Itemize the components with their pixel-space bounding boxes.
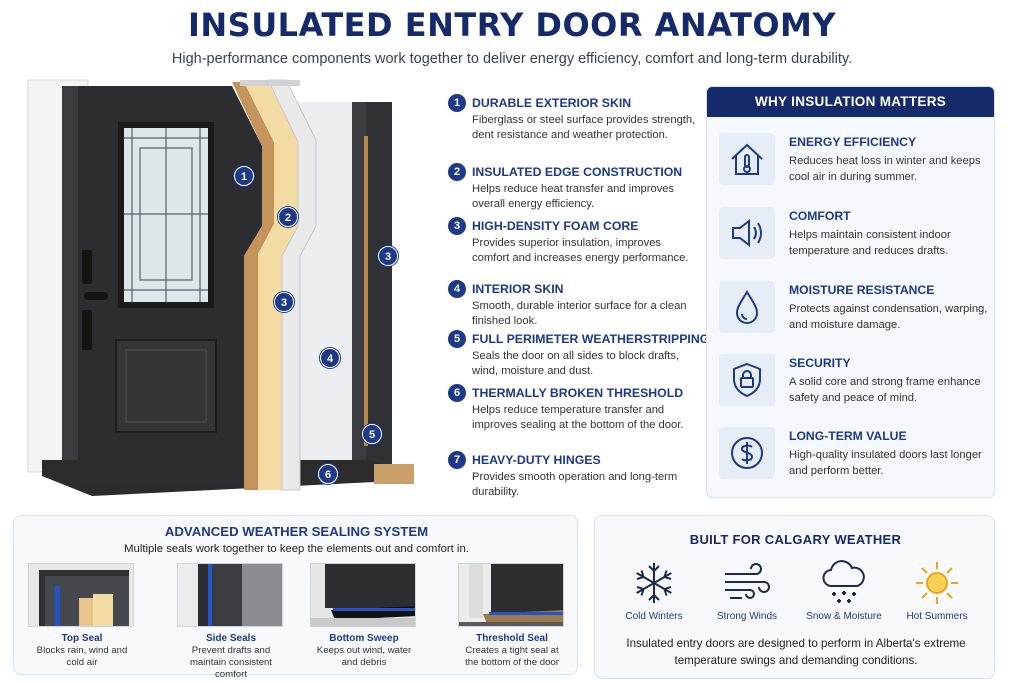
component-title: HEAVY-DUTY HINGES <box>472 453 601 467</box>
component-desc: Provides superior insulation, improves c… <box>472 237 689 264</box>
house-thermometer-icon <box>719 133 775 185</box>
component-number: 1 <box>448 94 466 112</box>
sealing-subtitle: Multiple seals work together to keep the… <box>124 543 469 555</box>
marker-1: 1 <box>234 166 254 186</box>
component-list: 1 DURABLE EXTERIOR SKIN Fiberglass or st… <box>448 94 710 501</box>
seal-item-side: Side Seals Prevent drafts and maintain c… <box>177 563 285 681</box>
why-title: SECURITY <box>789 356 851 370</box>
component-item: 3 HIGH-DENSITY FOAM CORE Provides superi… <box>448 217 698 280</box>
weather-sealing-panel: ADVANCED WEATHER SEALING SYSTEM Multiple… <box>13 515 578 680</box>
seal-name: Side Seals <box>205 633 257 644</box>
wind-icon <box>725 563 770 599</box>
top-seal-image <box>28 563 134 627</box>
weather-item-sun: Hot Summers <box>889 560 985 622</box>
weather-name: Cold Winters <box>625 611 683 622</box>
marker-3: 3 <box>274 292 294 312</box>
calgary-desc: Insulated entry doors are designed to pe… <box>626 637 966 667</box>
dollar-icon <box>719 427 775 479</box>
why-desc: Protects against condensation, warping, … <box>789 303 988 331</box>
why-title: LONG-TERM VALUE <box>789 429 907 443</box>
seal-name: Top Seal <box>61 633 103 644</box>
marker-4: 4 <box>320 348 340 368</box>
snow-cloud-icon <box>822 560 865 603</box>
seal-item-bottom: Bottom Sweep Keeps out wind, water and d… <box>310 563 418 669</box>
why-desc: A solid core and strong frame enhance sa… <box>789 376 981 404</box>
door-cutaway-illustration: 1 2 3 3 4 5 6 <box>22 76 426 512</box>
component-item: 2 INSULATED EDGE CONSTRUCTION Helps redu… <box>448 163 698 217</box>
component-item: 7 HEAVY-DUTY HINGES Provides smooth oper… <box>448 451 698 501</box>
component-title: HIGH-DENSITY FOAM CORE <box>472 219 639 233</box>
why-heading: WHY INSULATION MATTERS <box>707 87 994 117</box>
weather-name: Snow & Moisture <box>806 611 882 622</box>
component-title: FULL PERIMETER WEATHERSTRIPPING <box>472 332 710 346</box>
seal-desc: Prevent drafts and maintain consistent c… <box>189 645 273 680</box>
component-desc: Smooth, durable interior surface for a c… <box>472 300 687 327</box>
weather-item-wind: Strong Winds <box>699 560 795 622</box>
seal-item-threshold: Threshold Seal Creates a tight seal at t… <box>458 563 566 669</box>
component-item: 5 FULL PERIMETER WEATHERSTRIPPING Seals … <box>448 330 710 384</box>
weather-item-cold: Cold Winters <box>606 560 702 622</box>
page-subtitle: High-performance components work togethe… <box>171 51 853 67</box>
sun-icon <box>916 562 958 604</box>
component-desc: Fiberglass or steel surface provides str… <box>472 114 696 141</box>
component-number: 6 <box>448 384 466 402</box>
component-desc: Helps reduce temperature transfer and im… <box>472 404 684 431</box>
calgary-weather-panel: BUILT FOR CALGARY WEATHER Cold Winters S… <box>594 515 995 679</box>
snowflake-icon <box>636 563 672 603</box>
why-desc: Reduces heat loss in winter and keeps co… <box>789 155 981 183</box>
component-title: THERMALLY BROKEN THRESHOLD <box>472 386 684 400</box>
component-title: INTERIOR SKIN <box>472 282 564 296</box>
why-title: COMFORT <box>789 209 851 223</box>
weather-name: Hot Summers <box>906 611 968 622</box>
component-item: 4 INTERIOR SKIN Smooth, durable interior… <box>448 280 698 330</box>
component-number: 5 <box>448 330 466 348</box>
marker-5: 5 <box>362 424 382 444</box>
seal-name: Bottom Sweep <box>329 633 399 644</box>
shield-lock-icon <box>719 354 775 406</box>
marker-3-jamb: 3 <box>378 246 398 266</box>
weather-name: Strong Winds <box>716 611 778 622</box>
sealing-title: ADVANCED WEATHER SEALING SYSTEM <box>164 524 429 539</box>
component-desc: Provides smooth operation and long-term … <box>472 471 678 498</box>
component-number: 7 <box>448 451 466 469</box>
water-drop-icon <box>719 281 775 333</box>
speaker-icon <box>719 207 775 259</box>
seal-name: Threshold Seal <box>476 633 548 644</box>
bottom-sweep-image <box>310 563 416 627</box>
why-title: MOISTURE RESISTANCE <box>789 283 935 297</box>
component-desc: Seals the door on all sides to block dra… <box>472 350 680 377</box>
seal-desc: Blocks rain, wind and cold air <box>36 645 128 668</box>
door-cutaway-drawing <box>27 79 414 496</box>
why-insulation-panel: WHY INSULATION MATTERS ENERGY EFFICIENCY… <box>706 86 995 498</box>
page-title: INSULATED ENTRY DOOR ANATOMY <box>187 6 837 44</box>
why-title: ENERGY EFFICIENCY <box>789 135 917 149</box>
weather-item-snow: Snow & Moisture <box>796 560 892 622</box>
component-item: 1 DURABLE EXTERIOR SKIN Fiberglass or st… <box>448 94 698 163</box>
why-desc: High-quality insulated doors last longer… <box>789 449 982 477</box>
component-number: 4 <box>448 280 466 298</box>
marker-6: 6 <box>318 464 338 484</box>
seal-item-top: Top Seal Blocks rain, wind and cold air <box>28 563 136 669</box>
calgary-title: BUILT FOR CALGARY WEATHER <box>689 532 902 547</box>
marker-2: 2 <box>278 207 298 227</box>
component-title: INSULATED EDGE CONSTRUCTION <box>472 165 683 179</box>
component-desc: Helps reduce heat transfer and improves … <box>472 183 675 210</box>
component-title: DURABLE EXTERIOR SKIN <box>472 96 632 110</box>
seal-desc: Keeps out wind, water and debris <box>316 645 412 668</box>
threshold-seal-image <box>458 563 564 627</box>
component-number: 3 <box>448 217 466 235</box>
component-item: 6 THERMALLY BROKEN THRESHOLD Helps reduc… <box>448 384 698 451</box>
why-desc: Helps maintain consistent indoor tempera… <box>789 229 951 257</box>
seal-desc: Creates a tight seal at the bottom of th… <box>465 645 559 668</box>
component-number: 2 <box>448 163 466 181</box>
side-seal-image <box>177 563 283 627</box>
